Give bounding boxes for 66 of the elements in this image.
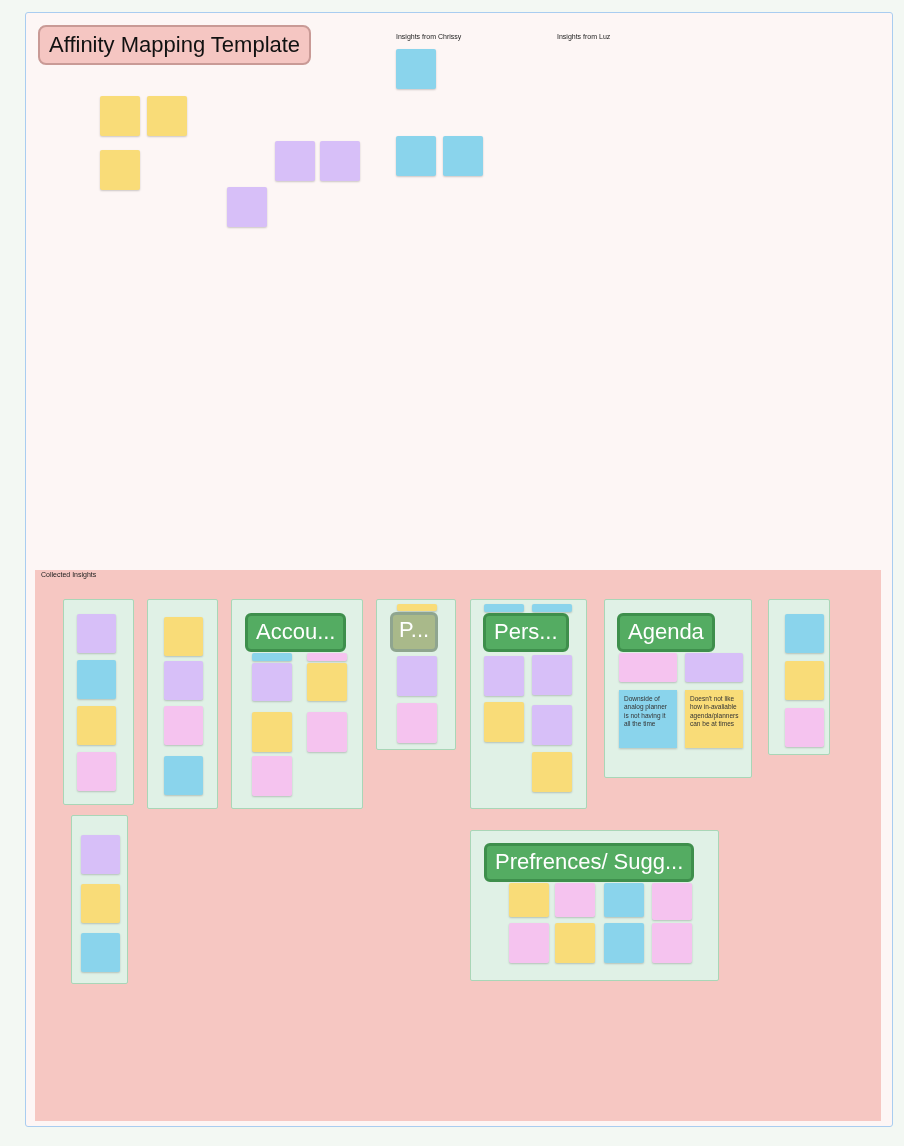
sticky-note (100, 96, 140, 136)
sticky-note (652, 883, 692, 920)
sticky-note (509, 883, 549, 917)
sticky-note (397, 656, 437, 696)
sticky-note (164, 706, 203, 745)
sticky-note (397, 604, 437, 611)
sticky-note (532, 752, 572, 792)
sticky-note (81, 884, 120, 923)
sticky-note (252, 663, 292, 701)
sticky-note (164, 617, 203, 656)
sticky-note (227, 187, 267, 227)
sticky-note (275, 141, 315, 181)
sticky-note (320, 141, 360, 181)
cluster-panel (231, 599, 363, 809)
sticky-note (685, 653, 743, 682)
sticky-note (77, 706, 116, 745)
faded-label: P... (390, 612, 439, 652)
cluster-panel (768, 599, 830, 755)
sticky-note (252, 756, 292, 796)
sticky-note (555, 883, 595, 917)
sticky-note (604, 923, 644, 963)
cluster-panel (71, 815, 128, 984)
section-panel (35, 570, 881, 1121)
sticky-note (619, 653, 677, 682)
sticky-note (532, 655, 572, 695)
sticky-note (77, 660, 116, 699)
sticky-note (397, 703, 437, 743)
sticky-note (604, 883, 644, 917)
sticky-note (484, 656, 524, 696)
cluster-panel (470, 599, 587, 809)
title-banner: Affinity Mapping Template (38, 25, 312, 65)
cluster-label: Prefrences/ Sugg... (484, 843, 695, 882)
cluster-panel (63, 599, 134, 805)
sticky-note (509, 923, 549, 963)
sticky-note (652, 923, 692, 963)
sticky-note (785, 708, 824, 747)
sticky-note (77, 752, 116, 791)
sticky-note (147, 96, 187, 136)
sticky-note (252, 712, 292, 752)
sticky-note (307, 653, 347, 661)
sticky-note (164, 661, 203, 700)
sticky-note (77, 614, 116, 653)
cluster-label: Pers... (483, 613, 569, 652)
sticky-note (252, 653, 292, 661)
sticky-note (484, 604, 524, 612)
sticky-note (532, 604, 572, 612)
cluster-panel (376, 599, 456, 750)
sticky-note (396, 136, 436, 176)
sticky-note (785, 661, 824, 700)
sticky-note (785, 614, 824, 653)
cluster-panel (147, 599, 218, 809)
sticky-note (532, 705, 572, 745)
cluster-label: Accou... (245, 613, 347, 652)
cluster-panel (604, 599, 752, 778)
sticky-note (555, 923, 595, 963)
sticky-note (81, 933, 120, 972)
sticky-note (396, 49, 436, 89)
sticky-note (81, 835, 120, 874)
sticky-note (443, 136, 483, 176)
sticky-note (100, 150, 140, 190)
sticky-note (307, 712, 347, 752)
sticky-note (164, 756, 203, 795)
cluster-label: Agenda (617, 613, 715, 652)
sticky-note (307, 663, 347, 701)
sticky-note (484, 702, 524, 742)
cluster-panel (470, 830, 719, 981)
